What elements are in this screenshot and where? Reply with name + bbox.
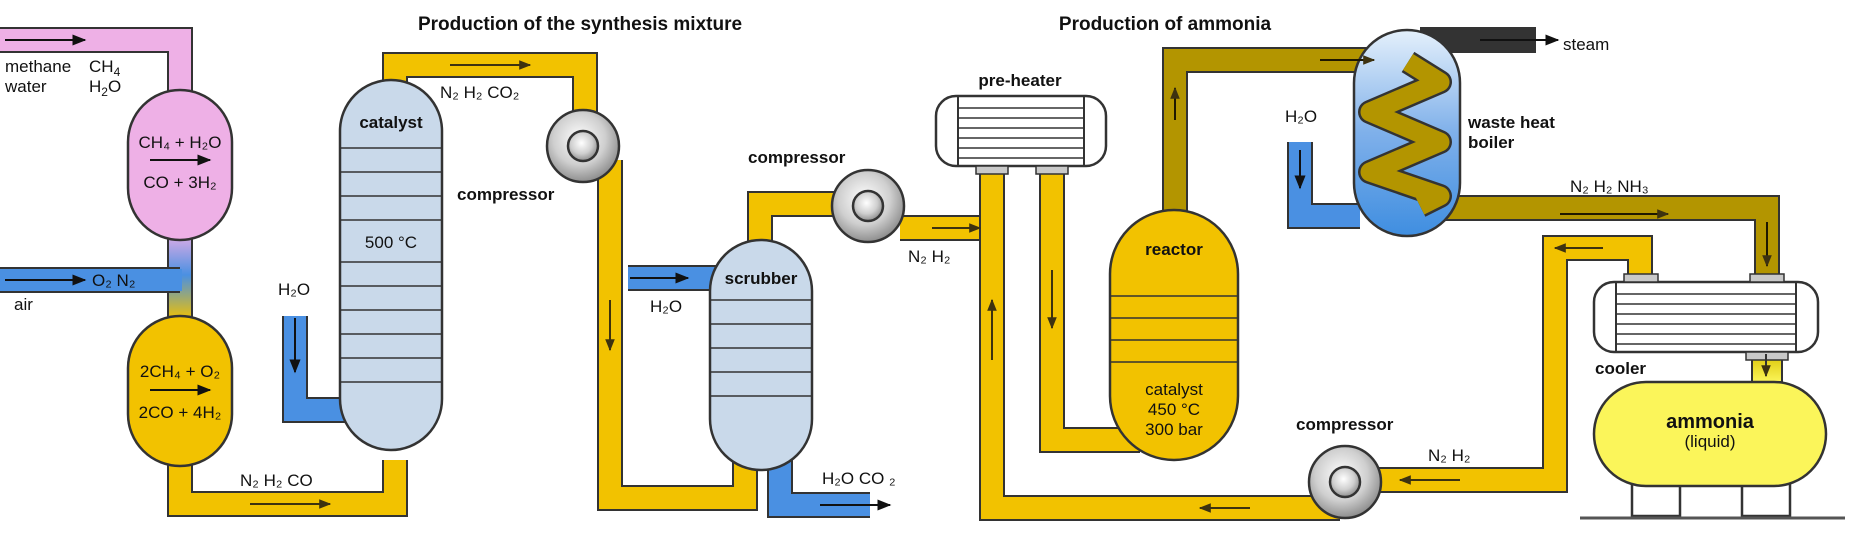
label-air: air [14, 295, 33, 314]
label-compressor-3: compressor [1296, 415, 1394, 434]
label-water: water [4, 77, 47, 96]
ammonia-tank [1580, 380, 1845, 520]
pre-heater [934, 94, 1108, 175]
pox-eq-bottom: 2CO + 4H₂ [139, 403, 222, 422]
compressor-2 [830, 168, 906, 244]
label-reactor-temp: 450 °C [1148, 400, 1200, 419]
cooler [1592, 273, 1820, 361]
reactor-vessel [1108, 208, 1240, 462]
pipes [0, 27, 1783, 521]
compressor-1 [545, 108, 621, 184]
label-ammonia: ammonia [1666, 411, 1755, 433]
label-steam: steam [1563, 35, 1609, 54]
label-cooler: cooler [1595, 359, 1646, 378]
catalyst-column [338, 78, 444, 452]
label-o2n2: O₂ N₂ [92, 271, 135, 290]
label-liquid: (liquid) [1684, 432, 1735, 451]
label-n2h2-after-compressor: N₂ H₂ [908, 247, 950, 266]
label-500c: 500 °C [365, 233, 417, 252]
label-compressor-1: compressor [457, 185, 555, 204]
waste-heat-boiler [1352, 28, 1462, 238]
label-preheater: pre-heater [978, 71, 1062, 90]
scrubber-column [708, 238, 814, 472]
reformer-eq-top: CH₄ + H₂O [139, 133, 222, 152]
label-h2o-scrubber: H₂O [650, 297, 682, 316]
label-ch4: CH4 [89, 57, 121, 79]
compressor-3 [1307, 444, 1383, 520]
label-n2h2nh3: N₂ H₂ NH₃ [1570, 177, 1649, 196]
label-catalyst-column: catalyst [359, 113, 423, 132]
title-ammonia: Production of ammonia [1059, 14, 1272, 35]
label-h2o-left: H₂O [278, 280, 310, 299]
reformer-eq-bottom: CO + 3H₂ [143, 173, 216, 192]
label-reactor-pressure: 300 bar [1145, 420, 1203, 439]
label-h2o-co2: H₂O CO ₂ [822, 469, 896, 488]
label-boiler-1: waste heat [1467, 113, 1555, 132]
label-compressor-2: compressor [748, 148, 846, 167]
label-boiler-2: boiler [1468, 133, 1515, 152]
title-synthesis: Production of the synthesis mixture [418, 14, 742, 35]
label-n2h2-recycle: N₂ H₂ [1428, 446, 1470, 465]
label-n2h2co2: N₂ H₂ CO₂ [440, 83, 519, 102]
label-reactor-catalyst: catalyst [1145, 380, 1203, 399]
label-h2o-inlet: H2O [89, 77, 121, 99]
label-methane: methane [5, 57, 71, 76]
label-scrubber: scrubber [725, 269, 798, 288]
label-h2o-boiler: H₂O [1285, 107, 1317, 126]
label-reactor: reactor [1145, 240, 1203, 259]
steam-reformer [126, 88, 234, 242]
flow-arrows [5, 34, 1772, 513]
pox-eq-top: 2CH₄ + O₂ [140, 362, 220, 381]
label-n2h2co: N₂ H₂ CO [240, 471, 313, 490]
labels: Production of the synthesis mixture Prod… [4, 14, 1755, 490]
